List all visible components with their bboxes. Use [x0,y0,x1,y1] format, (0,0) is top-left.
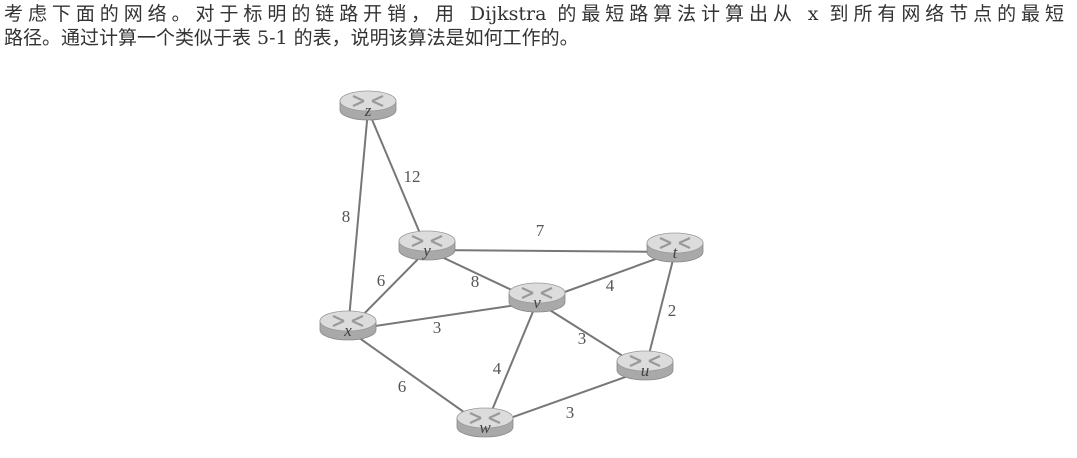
router-arrows-icon [629,354,661,368]
link-x-w [347,329,486,428]
link-cost-z-x: 8 [342,207,351,226]
link-cost-v-u: 3 [578,329,587,348]
link-cost-z-y: 12 [404,167,421,186]
link-y-t [426,249,676,253]
router-arrows-icon [521,286,553,300]
router-label-u: u [641,361,650,380]
link-cost-y-v: 8 [471,272,480,291]
router-label-t: t [673,243,679,262]
router-y: y [398,230,456,261]
router-arrows-icon [352,94,384,108]
router-arrows-icon [332,314,364,328]
router-arrows-icon [659,236,691,250]
router-label-x: x [343,321,352,340]
router-label-z: z [364,101,372,120]
link-cost-v-t: 4 [606,276,615,295]
router-u: u [616,350,674,381]
router-t: t [646,232,704,263]
router-v: v [508,282,566,313]
router-z: z [339,90,397,121]
link-cost-v-w: 4 [493,359,502,378]
router-label-w: w [479,418,491,437]
router-arrows-icon [469,411,501,425]
router-label-v: v [533,293,541,312]
link-cost-w-u: 3 [566,403,575,422]
link-t-u [644,251,676,371]
router-arrows-icon [411,234,443,248]
router-x: x [319,310,377,341]
link-v-w [484,301,538,428]
link-cost-y-x: 6 [377,271,386,290]
problem-text-line-1: 考虑下面的网络。对于标明的链路开销，用 Dijkstra 的最短路算法计算出从 … [4,3,1064,25]
router-w: w [456,407,514,438]
router-label-y: y [421,241,431,260]
link-cost-t-u: 2 [668,301,677,320]
link-z-y [367,109,428,251]
link-z-x [347,109,369,331]
problem-text-line-2: 路径。通过计算一个类似于表 5-1 的表，说明该算法是如何工作的。 [4,27,579,49]
link-x-v [347,301,538,331]
link-cost-x-w: 6 [398,377,407,396]
link-cost-y-t: 7 [536,221,545,240]
link-cost-x-v: 3 [433,318,442,337]
